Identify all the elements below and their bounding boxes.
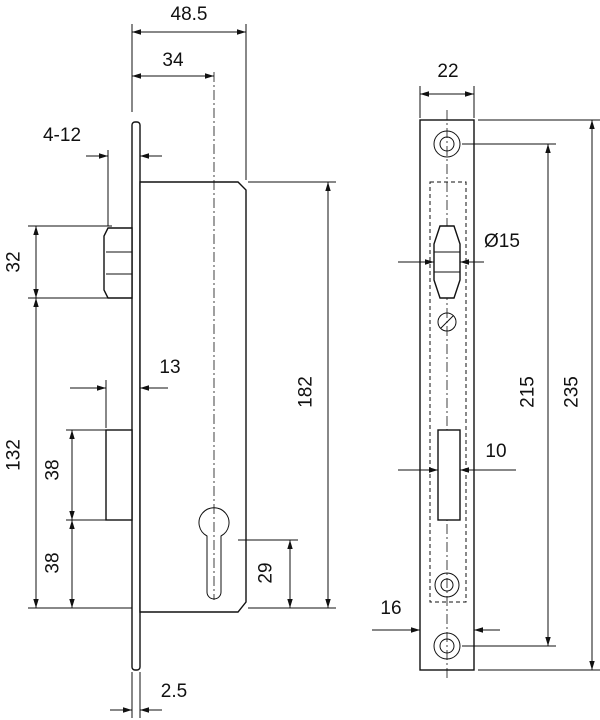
- screw-hole-top: [433, 130, 461, 158]
- dim-38-upper: 38: [43, 459, 64, 480]
- dim-48-5: 48.5: [171, 4, 208, 25]
- dim-215: 215: [518, 376, 539, 408]
- lock-case: [139, 181, 247, 613]
- front-latch: [433, 225, 461, 299]
- front-view: 22 Ø15 10 16 215 235: [372, 61, 600, 680]
- dim-38-lower: 38: [43, 552, 64, 573]
- fixing-screw: [437, 312, 457, 332]
- dim-182: 182: [296, 376, 317, 408]
- dim-diameter-15: Ø15: [484, 231, 520, 252]
- side-view: 48.5 34 4-12 32 13 182 132 38 3: [4, 4, 336, 718]
- dim-16: 16: [380, 598, 401, 619]
- dim-4-12: 4-12: [43, 125, 81, 146]
- dim-32: 32: [4, 251, 25, 272]
- latch-bolt: [103, 227, 133, 299]
- faceplate: [131, 121, 141, 671]
- screw-hole-middle: [434, 572, 460, 598]
- dim-2-5: 2.5: [161, 681, 187, 702]
- dim-13: 13: [159, 357, 180, 378]
- dim-10: 10: [485, 441, 506, 462]
- front-dead-bolt: [437, 429, 461, 521]
- dim-34: 34: [162, 50, 184, 71]
- screw-hole-bottom: [433, 632, 461, 660]
- dead-bolt: [105, 429, 133, 521]
- dim-22: 22: [437, 61, 458, 82]
- dim-235: 235: [562, 376, 583, 408]
- dim-29: 29: [256, 562, 277, 583]
- dim-132: 132: [4, 439, 25, 471]
